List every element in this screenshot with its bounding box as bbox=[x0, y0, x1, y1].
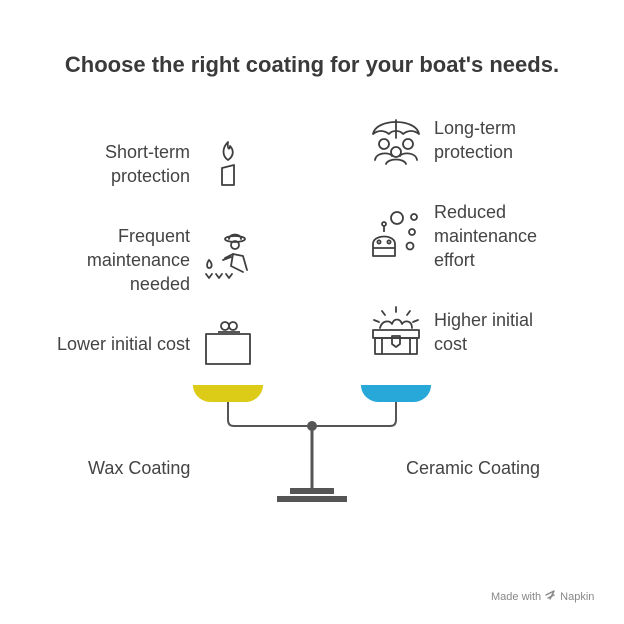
worker-spraying-icon bbox=[203, 230, 255, 286]
footer-credit: Made with Napkin bbox=[491, 590, 594, 604]
diagram-title: Choose the right coating for your boat's… bbox=[64, 52, 560, 77]
umbrella-people-icon bbox=[370, 112, 422, 166]
wax-coating-label: Wax Coating bbox=[88, 458, 191, 478]
ceramic-item-reduced-maintenance: Reduced maintenance effort bbox=[434, 202, 538, 270]
wax-item-lower-initial-cost: Lower initial cost bbox=[56, 334, 190, 354]
ceramic-coating-label: Ceramic Coating bbox=[406, 458, 541, 478]
scale-base-top bbox=[290, 488, 334, 494]
wax-pan bbox=[193, 385, 263, 402]
wax-item-short-term-protection: Short-term protection bbox=[104, 142, 190, 186]
ceramic-item-higher-initial-cost: Higher initial cost bbox=[434, 310, 534, 354]
scale-pivot bbox=[307, 421, 317, 431]
treasure-chest-icon bbox=[368, 304, 424, 360]
made-with-text: Made with bbox=[491, 591, 542, 603]
ceramic-item-long-term-protection: Long-term protection bbox=[434, 118, 517, 162]
candle-flame-icon bbox=[212, 138, 244, 190]
napkin-brand: Napkin bbox=[560, 591, 595, 603]
robot-bubbles-icon bbox=[370, 208, 422, 262]
small-box-icon bbox=[202, 318, 254, 368]
scale-base bbox=[277, 496, 347, 502]
napkin-logo-icon bbox=[545, 590, 556, 604]
ceramic-pan bbox=[361, 385, 431, 402]
wax-item-frequent-maintenance: Frequent maintenance needed bbox=[86, 226, 190, 294]
